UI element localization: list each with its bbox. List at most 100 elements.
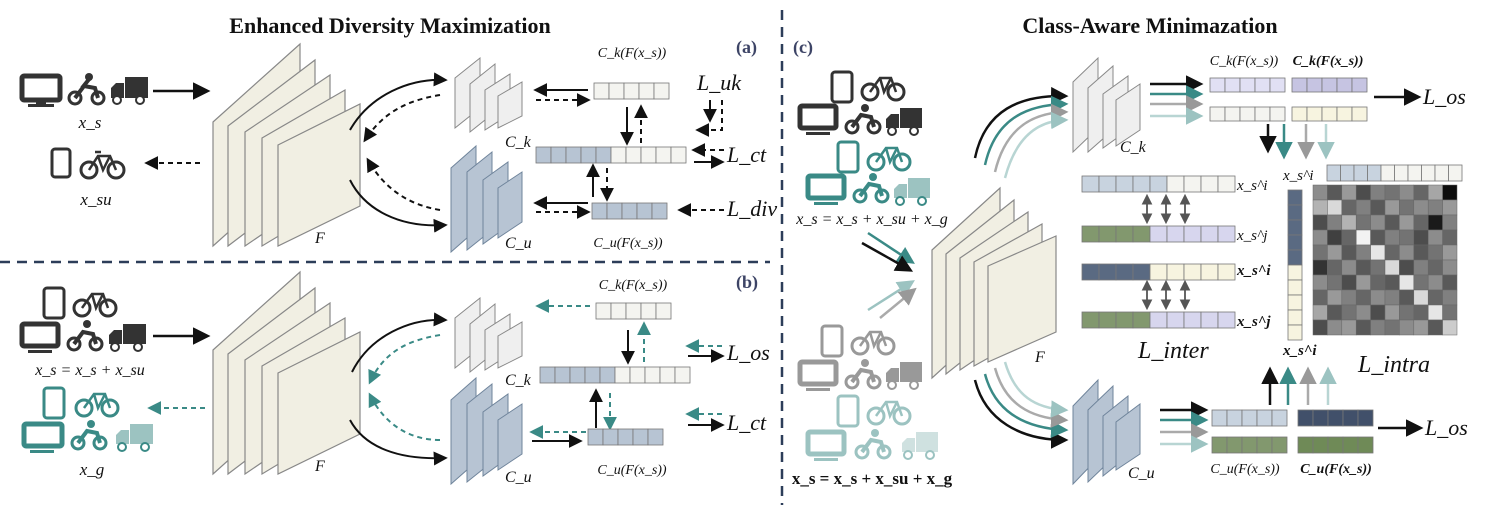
- intra-matrix-cell: [1427, 199, 1443, 216]
- intra-matrix-cell: [1312, 289, 1328, 306]
- intra-similarity-matrix: [1312, 184, 1458, 336]
- bar-c-top1-cell: [1254, 77, 1271, 93]
- intra-matrix-cell: [1312, 274, 1328, 291]
- intra-row-cell: [1380, 164, 1395, 182]
- bar-inter-4-cell: [1149, 311, 1168, 329]
- arrow-Cu-to-F: [366, 157, 441, 211]
- intra-matrix-cell: [1327, 289, 1343, 306]
- bar-inter-2-cell: [1217, 225, 1236, 243]
- intra-matrix-cell: [1384, 319, 1400, 336]
- intra-col-cell: [1287, 279, 1303, 296]
- intra-col-cell: [1287, 294, 1303, 311]
- bar-inter-4-cell: [1183, 311, 1202, 329]
- feature-extractor-F: [931, 186, 1057, 380]
- label-CkF-a: C_k(F(x_s)): [598, 46, 667, 61]
- bar-c-bot4-cell: [1297, 436, 1314, 454]
- bar-c-top1-cell: [1209, 77, 1226, 93]
- intra-matrix-cell: [1384, 184, 1400, 201]
- bar-inter-2-cell: [1166, 225, 1185, 243]
- monitor-icon: [805, 173, 847, 205]
- bar-c-top3-cell: [1269, 106, 1286, 122]
- bar-a-mid-cell: [580, 146, 597, 164]
- monitor-icon: [21, 421, 65, 453]
- intra-matrix-cell: [1413, 274, 1429, 291]
- label-CkF-c: C_k(F(x_s)): [1210, 54, 1279, 69]
- intra-matrix-cell: [1384, 244, 1400, 261]
- intra-col-cell: [1287, 264, 1303, 281]
- intra-matrix-cell: [1427, 229, 1443, 246]
- intra-matrix-cell: [1327, 274, 1343, 291]
- tablet-icon: [836, 394, 860, 428]
- intra-matrix-cell: [1442, 214, 1458, 231]
- intra-matrix-cell: [1413, 289, 1429, 306]
- arrow-F-to-Ck-b: [351, 312, 448, 373]
- intra-col-cell: [1287, 219, 1303, 236]
- bar-inter-1-cell: [1081, 175, 1100, 193]
- intra-row-cell: [1367, 164, 1382, 182]
- intra-matrix-cell: [1399, 214, 1415, 231]
- monitor-icon: [19, 321, 61, 353]
- bar-b-ck-cell: [640, 302, 657, 320]
- bar-inter-2-cell: [1081, 225, 1100, 243]
- bar-inter-3-cell: [1166, 263, 1185, 281]
- arrow-Ck-to-F-b: [368, 334, 441, 385]
- monitor-icon: [797, 359, 839, 391]
- bar-inter-4-cell: [1132, 311, 1151, 329]
- intra-col-cell: [1287, 204, 1303, 221]
- intra-matrix-cell: [1370, 319, 1386, 336]
- bar-inter-3-cell: [1115, 263, 1134, 281]
- intra-matrix-cell: [1312, 214, 1328, 231]
- bar-inter-3-cell: [1149, 263, 1168, 281]
- bar-inter-2-cell: [1132, 225, 1151, 243]
- bar-b-mid-cell: [569, 366, 586, 384]
- label-xsi-col-bold: x_s^i: [1282, 343, 1317, 359]
- loss-Linter: L_inter: [1137, 338, 1209, 364]
- bar-c-top2-cell: [1291, 77, 1308, 93]
- intra-row-cell: [1353, 164, 1368, 182]
- bar-b-ck-cell: [595, 302, 612, 320]
- bar-inter-2-cell: [1149, 225, 1168, 243]
- intra-matrix-cell: [1399, 289, 1415, 306]
- tablet-icon: [836, 140, 860, 174]
- bar-c-bot3-cell: [1256, 436, 1273, 454]
- tablet-icon: [42, 286, 66, 320]
- intra-matrix-cell: [1312, 259, 1328, 276]
- classifier-Ck: [1072, 56, 1141, 154]
- eq-c1: x_s = x_s + x_su + x_g: [795, 211, 947, 228]
- intra-matrix-cell: [1327, 184, 1343, 201]
- intra-col-cell: [1287, 234, 1303, 251]
- truck-icon: [886, 108, 922, 136]
- bar-b-mid-cell: [584, 366, 601, 384]
- bar-a-mid-cell: [610, 146, 627, 164]
- intra-matrix-cell: [1341, 184, 1357, 201]
- motorbike-icon: [70, 420, 108, 451]
- bar-inter-1-cell: [1200, 175, 1219, 193]
- intra-col-cell: [1287, 189, 1303, 206]
- intra-matrix-cell: [1355, 274, 1371, 291]
- bar-inter-1-cell: [1132, 175, 1151, 193]
- curve-to-Cu-black: [973, 379, 1069, 449]
- intra-matrix-cell: [1442, 274, 1458, 291]
- motorbike-icon: [67, 73, 106, 106]
- intra-matrix-cell: [1442, 304, 1458, 321]
- bar-b-cu-cell: [587, 428, 604, 446]
- bicycle-icon: [72, 292, 118, 318]
- intra-matrix-cell: [1355, 259, 1371, 276]
- bar-inter-3-cell: [1217, 263, 1236, 281]
- bar-a-mid-cell: [640, 146, 657, 164]
- intra-matrix-cell: [1370, 244, 1386, 261]
- bar-b-mid-cell: [614, 366, 631, 384]
- inter-bars: [1081, 175, 1236, 329]
- panel-label-b: (b): [736, 272, 758, 293]
- label-Cu-a: C_u: [505, 235, 532, 252]
- bar-b-cu-cell: [632, 428, 649, 446]
- bar-a-ck-cell: [623, 82, 640, 100]
- bar-inter-2-cell: [1098, 225, 1117, 243]
- bar-inter-4-cell: [1081, 311, 1100, 329]
- panel-a: x_s x_su F C_: [19, 42, 777, 254]
- intra-matrix-cell: [1442, 229, 1458, 246]
- bicycle-icon: [866, 400, 912, 426]
- label-xsi-col: x_s^i: [1282, 168, 1314, 184]
- intra-matrix-cell: [1413, 319, 1429, 336]
